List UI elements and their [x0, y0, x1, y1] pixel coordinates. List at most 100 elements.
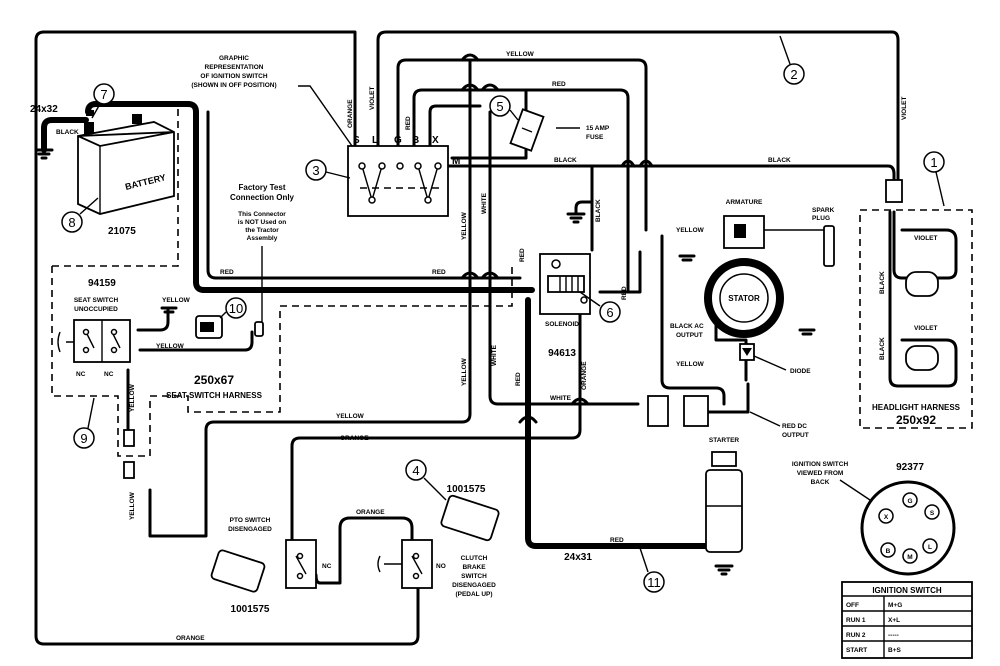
seat-harness-label: SEAT SWITCH HARNESS [166, 391, 263, 400]
wire-labels: YELLOW RED VIOLET ORANGE RED VIOLET BLAC… [129, 51, 908, 642]
label-black-right: BLACK [768, 157, 791, 164]
hop [460, 271, 480, 280]
ign-view-title-2: VIEWED FROM [797, 470, 844, 477]
callout-9: 9 [73, 397, 95, 449]
label-yellow-seat-b: YELLOW [156, 343, 185, 350]
clutch-title-1: CLUTCH [461, 555, 488, 562]
spark-plug [823, 225, 835, 267]
ignition-back-view: 92377 IGNITION SWITCH VIEWED FROM BACK X… [792, 461, 956, 576]
hop [620, 159, 636, 168]
wire-headlight-b [888, 210, 958, 388]
clutch-title-3: SWITCH [461, 573, 487, 580]
red-dc-1: RED DC [782, 423, 807, 430]
wire-headlight [892, 210, 958, 280]
ign-term-g: G [394, 135, 402, 146]
headlight-harness: VIOLET VIOLET HEADLIGHT HARNESS 250x92 [872, 179, 961, 427]
svg-text:9: 9 [80, 431, 87, 446]
wire-yellow-seat [136, 306, 170, 332]
label-violet-hl-2: VIOLET [914, 325, 938, 332]
solenoid: SOLENOID 94613 [539, 200, 594, 359]
callouts: 1 2 3 4 5 6 7 8 9 10 11 [61, 35, 945, 593]
ground-symbol [678, 254, 696, 262]
seat-connector-b [123, 461, 135, 479]
clutch-title-2: BRAKE [462, 564, 486, 571]
plug-10 [195, 315, 223, 339]
label-yellow-stator-2: YELLOW [676, 361, 705, 368]
ign-title-3: OF IGNITION SWITCH [200, 73, 267, 80]
ign-view-l: L [928, 544, 932, 551]
label-black-sol: BLACK [595, 199, 602, 222]
plug4-part: 1001575 [447, 484, 486, 495]
wire-red-fuse-c [450, 146, 528, 160]
seat-nc2: NC [104, 371, 114, 378]
label-yellow-top: YELLOW [506, 51, 535, 58]
wire-red-right [598, 250, 642, 294]
headlight-bulb-2 [905, 345, 939, 371]
callout-7: 7 [91, 83, 115, 119]
headlight-connector [885, 179, 903, 203]
svg-text:2: 2 [790, 67, 797, 82]
clutch-no: NO [436, 563, 446, 570]
label-yellow-seat-c: YELLOW [129, 383, 136, 412]
label-orange-clutch: ORANGE [356, 509, 385, 516]
svg-text:1: 1 [930, 155, 937, 170]
pto-nc: NC [322, 563, 332, 570]
label-white-vert: WHITE [481, 192, 488, 214]
hop [460, 53, 480, 62]
label-orange-ign: ORANGE [347, 99, 354, 128]
seat-harness-outline [51, 104, 513, 457]
wire-yellow-stator [660, 234, 726, 406]
ft-note-4: Assembly [247, 235, 278, 242]
ft-note-2: is NOT Used on [238, 219, 286, 226]
diode-label: DIODE [790, 368, 811, 375]
wires [34, 30, 958, 646]
clutch-title-5: (PEDAL UP) [455, 591, 492, 598]
ign-term-s: S [353, 135, 360, 146]
starter: STARTER 24x31 [564, 437, 743, 576]
ign-view-s: S [930, 510, 935, 517]
stator-connector-a [647, 395, 669, 427]
armature-label: ARMATURE [726, 199, 763, 206]
pto-part: 1001575 [231, 604, 270, 615]
label-black-hl-1: BLACK [879, 271, 886, 294]
callout-2: 2 [779, 35, 805, 85]
label-red-right: RED [621, 286, 628, 300]
stator-assembly: ARMATURE SPARK PLUG STATOR BLACK AC OUTP… [647, 199, 835, 439]
hop [570, 397, 590, 406]
ft-note-1: This Connector [238, 211, 286, 218]
label-yellow-lower: YELLOW [461, 357, 468, 386]
wire-black-outer [34, 30, 420, 646]
fuse: 15 AMP FUSE [509, 108, 610, 152]
wire-x [428, 104, 482, 149]
callout-10: 10 [219, 297, 247, 319]
starter-label: STARTER [709, 437, 740, 444]
pto-plug [210, 549, 266, 593]
callout-5: 5 [489, 95, 519, 121]
label-violet-ign: VIOLET [369, 86, 376, 110]
wire-black-battery [41, 117, 89, 153]
label-violet-hl-1: VIOLET [914, 235, 938, 242]
label-orange-bottom: ORANGE [176, 635, 205, 642]
table-pos-1: RUN 1 [846, 617, 866, 624]
fuse-line1: 15 AMP [586, 125, 610, 132]
hop [638, 159, 654, 168]
wire-red-main [85, 101, 535, 293]
table-title: IGNITION SWITCH [872, 586, 942, 595]
black-ac-1: BLACK AC [670, 323, 704, 330]
leader-ign [298, 85, 353, 147]
label-red-sol: RED [519, 248, 526, 262]
black-ac-2: OUTPUT [676, 332, 703, 339]
factory-test: Factory Test Connection Only This Connec… [230, 183, 295, 337]
hop [460, 83, 480, 92]
spark-1: SPARK [812, 207, 835, 214]
label-red-ign: RED [405, 116, 412, 130]
ignition-table: IGNITION SWITCH OFF M+G RUN 1 X+L RUN 2 … [841, 581, 973, 659]
hop [518, 415, 538, 424]
label-white-lower: WHITE [491, 344, 498, 366]
battery-part: 21075 [108, 226, 136, 237]
clutch-title-4: DISENGAGED [452, 582, 496, 589]
label-violet-right: VIOLET [901, 96, 908, 120]
callout-3: 3 [305, 159, 351, 181]
callout-1: 1 [923, 151, 945, 207]
